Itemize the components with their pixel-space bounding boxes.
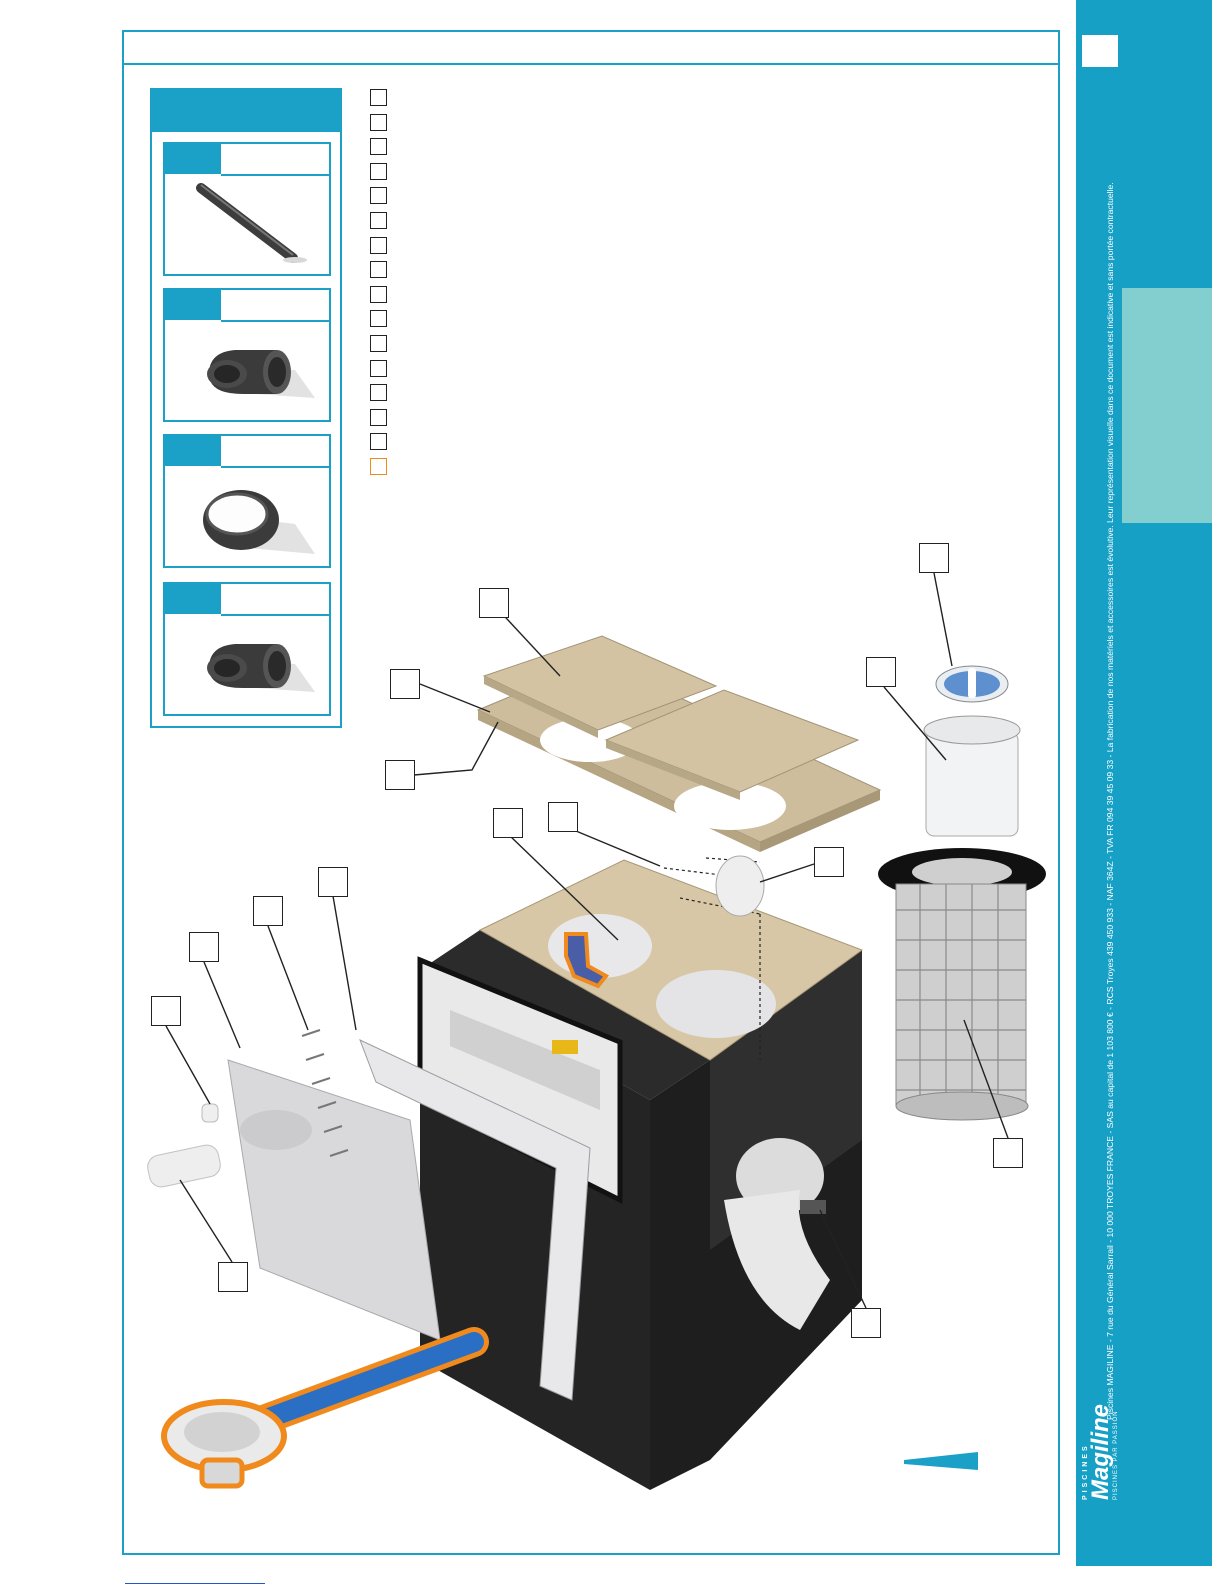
section-tab[interactable] <box>1122 288 1212 523</box>
callout-box <box>866 657 896 687</box>
accessory-card-elbow <box>163 582 331 716</box>
checkbox[interactable] <box>370 261 387 279</box>
accessory-card-elbow <box>163 288 331 422</box>
accessory-card-pipe <box>163 142 331 276</box>
checklist <box>370 89 387 483</box>
elbow-fitting-icon <box>207 644 315 692</box>
checkbox[interactable] <box>370 187 387 205</box>
callout-box <box>548 802 578 832</box>
accessory-tag <box>165 290 221 320</box>
header-rule <box>124 63 1058 65</box>
checkbox[interactable] <box>370 433 387 451</box>
checkbox[interactable] <box>370 359 387 377</box>
main-drain-option <box>161 1327 489 1489</box>
checkbox[interactable] <box>370 138 387 156</box>
checkbox[interactable] <box>370 162 387 180</box>
legal-notice: Piscines MAGILINE - 7 rue du Général Sar… <box>1105 182 1115 1420</box>
callout-box <box>385 760 415 790</box>
callout-box <box>253 896 283 926</box>
callout-box <box>189 932 219 962</box>
accessories-header <box>152 90 340 132</box>
checkbox[interactable] <box>370 113 387 131</box>
skimmer-basket <box>925 731 1019 837</box>
brand-logo: PISCINES Magiline PISCINES PAR PASSION <box>1082 1404 1119 1500</box>
callout-box <box>390 669 420 699</box>
small-fitting <box>201 1103 219 1123</box>
side-strip <box>1076 0 1212 1566</box>
filter-cartridge <box>895 883 1027 1107</box>
cone-tool-icon <box>904 1452 978 1470</box>
checkbox[interactable] <box>370 457 387 475</box>
screw-set <box>301 1029 349 1157</box>
footer-link-underline <box>125 1583 265 1584</box>
float-part <box>552 1040 578 1054</box>
callout-box <box>493 808 523 838</box>
callout-box <box>814 847 844 877</box>
checkbox[interactable] <box>370 89 387 106</box>
callout-box <box>151 996 181 1026</box>
callout-leaders <box>165 572 1009 1309</box>
callout-box <box>919 543 949 573</box>
callout-box <box>993 1138 1023 1168</box>
skimmer-body <box>420 859 864 1490</box>
pipe-icon <box>196 183 307 263</box>
elbow-fitting-icon <box>207 350 315 398</box>
accessory-tag <box>165 436 221 466</box>
callout-box <box>318 867 348 897</box>
gasket-frame <box>359 1039 591 1401</box>
checkbox[interactable] <box>370 236 387 254</box>
callout-box <box>479 588 509 618</box>
brand-name: Magiline <box>1087 1403 1114 1500</box>
accessory-tag <box>165 584 221 614</box>
callout-box <box>851 1308 881 1338</box>
brand-tagline: PISCINES PAR PASSION <box>1113 1410 1119 1500</box>
callout-box <box>218 1262 248 1292</box>
exploded-view <box>147 572 1046 1490</box>
checkbox[interactable] <box>370 211 387 229</box>
checkbox[interactable] <box>370 384 387 402</box>
page-number-box <box>1082 35 1118 67</box>
connector-cone <box>736 1138 824 1214</box>
connector-fitting <box>147 1144 221 1188</box>
checkbox[interactable] <box>370 408 387 426</box>
page-frame <box>122 30 1060 1555</box>
accessory-tag <box>165 144 221 174</box>
cover-disc <box>715 855 765 917</box>
checkbox[interactable] <box>370 310 387 328</box>
accessory-card-sleeve <box>163 434 331 568</box>
accessories-panel <box>150 88 342 728</box>
checkbox[interactable] <box>370 285 387 303</box>
sleeve-fitting-icon <box>203 490 315 554</box>
checkbox[interactable] <box>370 334 387 352</box>
